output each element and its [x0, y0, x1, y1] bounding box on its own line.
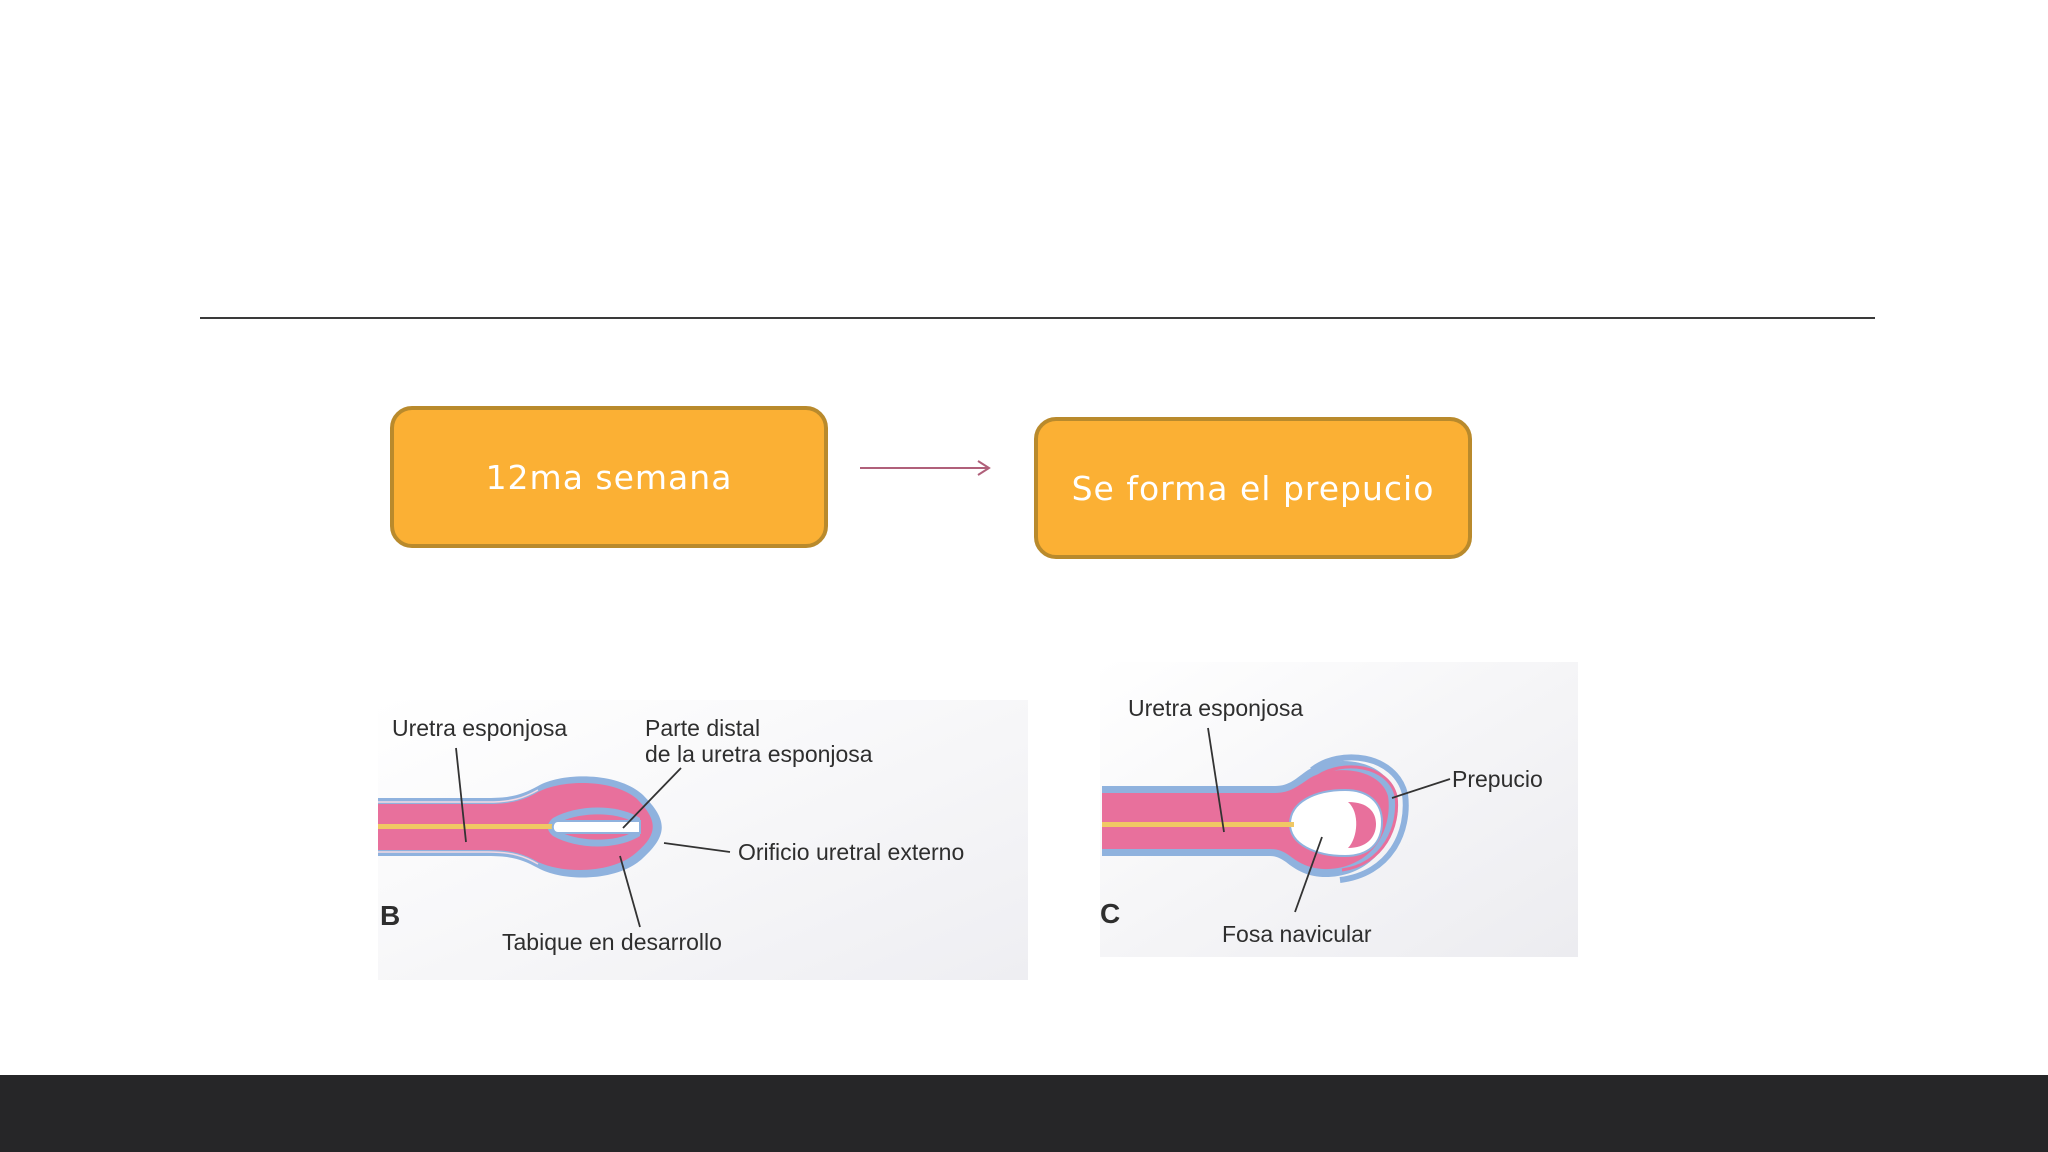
- label-tabique: Tabique en desarrollo: [502, 929, 722, 955]
- label-orificio-uretral: Orificio uretral externo: [738, 839, 965, 865]
- label-parte-distal-line2: de la uretra esponjosa: [645, 741, 873, 767]
- flow-arrow-icon: [860, 460, 991, 476]
- flow-box-week-label: 12ma semana: [485, 457, 733, 497]
- label-uretra-esponjosa-c: Uretra esponjosa: [1128, 695, 1304, 721]
- flow-box-prepuce-label: Se forma el prepucio: [1071, 468, 1435, 508]
- flow-box-prepuce: Se forma el prepucio: [1034, 417, 1472, 559]
- label-prepucio: Prepucio: [1452, 766, 1543, 792]
- label-fosa-navicular: Fosa navicular: [1222, 921, 1372, 947]
- label-uretra-esponjosa-b: Uretra esponjosa: [392, 715, 568, 741]
- label-parte-distal-line1: Parte distal: [645, 715, 761, 741]
- flow-box-week: 12ma semana: [390, 406, 828, 548]
- footer-bar: [0, 1075, 2048, 1152]
- figure-c-panel: Uretra esponjosa Prepucio Fosa navicular…: [1100, 662, 1578, 957]
- figure-b-panel: Uretra esponjosa Parte distal de la uret…: [378, 700, 1028, 980]
- title-divider-line: [200, 317, 1875, 319]
- figure-c-illustration: [1100, 662, 1578, 957]
- figure-b-illustration: [378, 700, 1028, 980]
- figure-b-letter: B: [380, 900, 401, 931]
- figure-c-letter: C: [1100, 898, 1121, 929]
